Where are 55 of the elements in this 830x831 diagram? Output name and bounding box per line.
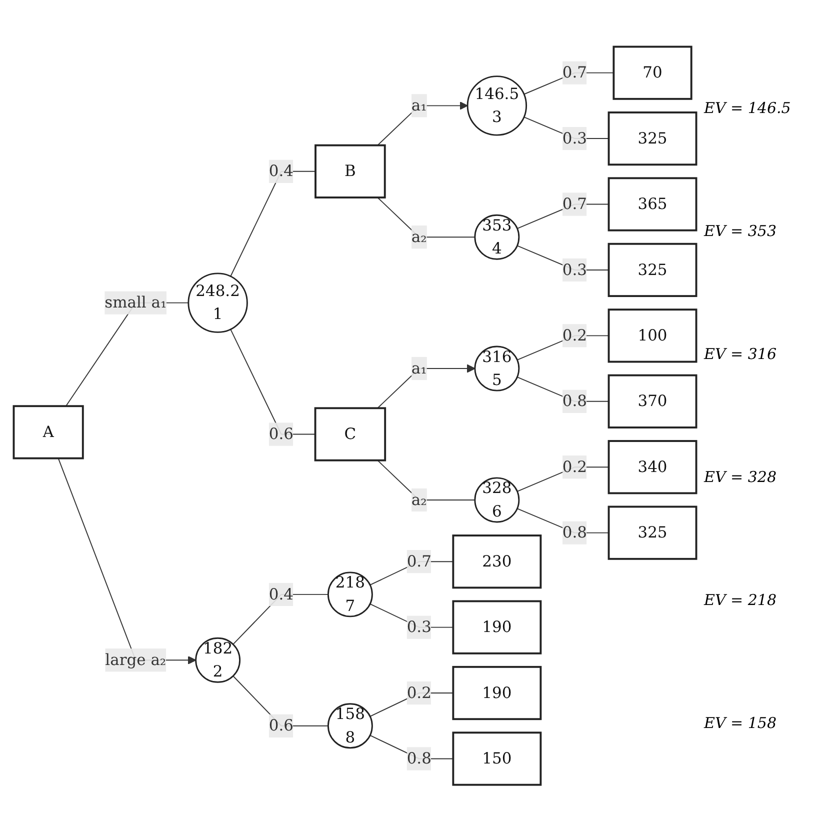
node-circle: 146.5 3 bbox=[466, 75, 528, 136]
edge-label: 0.7 bbox=[406, 552, 432, 570]
node-circle: 248.2 1 bbox=[188, 272, 248, 333]
node-box: 325 bbox=[608, 505, 698, 560]
edge-label: small a₁ bbox=[104, 292, 167, 312]
node-box: 340 bbox=[608, 440, 698, 494]
arrow bbox=[377, 101, 468, 146]
node-circle: 158 8 bbox=[327, 702, 373, 748]
node-box: 325 bbox=[608, 242, 698, 297]
edge-label: 0.4 bbox=[268, 584, 294, 603]
edge-label: 0.7 bbox=[562, 62, 588, 82]
node-circle: 316 5 bbox=[474, 346, 520, 391]
arrow bbox=[377, 364, 476, 408]
node-box: 365 bbox=[608, 176, 698, 232]
expected-value-note: EV = 146.5 bbox=[704, 98, 792, 117]
expected-value-note: EV = 158 bbox=[704, 714, 778, 732]
node-circle: 182 2 bbox=[195, 637, 241, 683]
edge-label: a₂ bbox=[411, 227, 427, 246]
node-box: 190 bbox=[452, 666, 542, 720]
edge-label: 0.3 bbox=[562, 128, 588, 147]
edge-label: a₁ bbox=[411, 96, 427, 114]
expected-value-note: EV = 218 bbox=[704, 591, 778, 610]
edge-label: 0.3 bbox=[406, 617, 432, 636]
node-box: C bbox=[314, 406, 386, 462]
node-box: 230 bbox=[452, 534, 542, 588]
node-circle: 218 7 bbox=[327, 571, 373, 617]
node-circle: 328 6 bbox=[474, 476, 520, 522]
node-box: B bbox=[314, 144, 386, 198]
node-circle: 353 4 bbox=[474, 214, 520, 260]
node-box: 150 bbox=[452, 731, 542, 786]
edge-label: 0.8 bbox=[406, 748, 432, 768]
edge-label: a₁ bbox=[411, 358, 427, 377]
expected-value-note: EV = 328 bbox=[704, 468, 778, 486]
edge-label: 0.3 bbox=[562, 260, 588, 278]
expected-value-note: EV = 316 bbox=[704, 344, 778, 363]
node-box: 325 bbox=[608, 111, 698, 166]
node-box: 190 bbox=[452, 600, 542, 654]
edge-label: 0.4 bbox=[268, 161, 294, 180]
edge-label: 0.2 bbox=[562, 457, 588, 476]
node-box: A bbox=[12, 404, 84, 459]
edge-label: 0.6 bbox=[268, 716, 294, 734]
edge-label: 0.6 bbox=[268, 424, 294, 443]
edge-label: 0.8 bbox=[562, 391, 588, 410]
edge-label: 0.7 bbox=[562, 194, 588, 213]
node-box: 370 bbox=[608, 374, 698, 428]
connector bbox=[377, 196, 476, 238]
connector bbox=[377, 460, 476, 500]
edge-label: 0.8 bbox=[562, 522, 588, 542]
edge-label: 0.2 bbox=[406, 683, 432, 702]
edge-label: a₂ bbox=[411, 490, 427, 508]
expected-value-note: EV = 353 bbox=[704, 222, 778, 240]
node-box: 100 bbox=[608, 308, 698, 362]
edge-label: 0.2 bbox=[562, 326, 588, 344]
node-box: 70 bbox=[612, 45, 692, 100]
edge-label: large a₂ bbox=[105, 650, 166, 669]
